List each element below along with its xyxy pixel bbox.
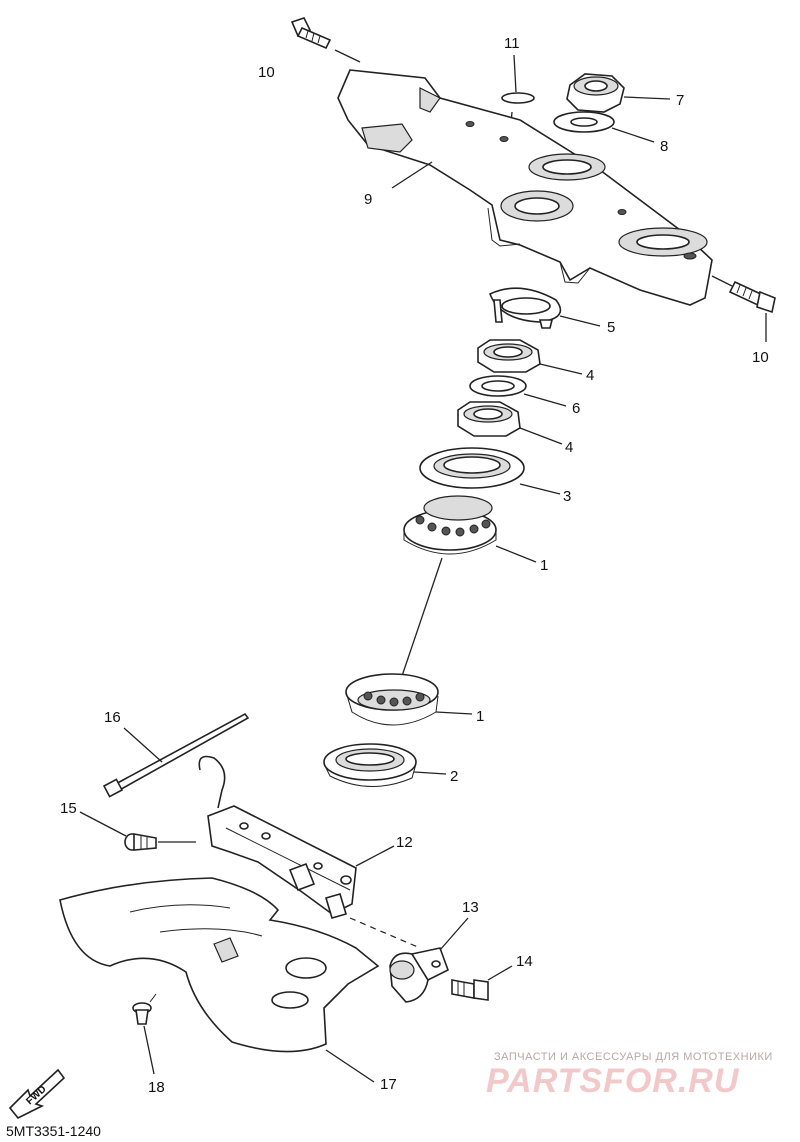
callout-13: 13 <box>462 899 479 916</box>
leader-15 <box>79 811 127 837</box>
diagram-code: 5MT3351-1240 <box>6 1123 101 1139</box>
nut-7 <box>566 73 625 113</box>
leader-12-dash <box>349 917 421 949</box>
cable-tie-16 <box>102 712 250 798</box>
cover-3 <box>419 447 525 489</box>
bolt-10-top <box>290 17 332 50</box>
bracket-12 <box>198 755 357 919</box>
callout-7: 7 <box>676 92 684 109</box>
bearing-1-lower <box>345 673 439 726</box>
leader-10-right-dash <box>711 275 733 287</box>
callout-16: 16 <box>104 709 121 726</box>
bolt-15 <box>124 833 157 851</box>
leader-4-lower <box>519 427 563 445</box>
watermark-tagline: ЗАПЧАСТИ И АКСЕССУАРЫ ДЛЯ МОТОТЕХНИКИ <box>494 1051 773 1063</box>
callout-15: 15 <box>60 800 77 817</box>
callout-4-lower: 4 <box>565 439 573 456</box>
callout-11: 11 <box>504 35 520 52</box>
callout-2: 2 <box>450 768 458 785</box>
seal-2 <box>323 743 417 787</box>
leader-7 <box>623 96 671 100</box>
lock-washer-5 <box>488 287 562 329</box>
callout-8: 8 <box>660 138 668 155</box>
callout-6: 6 <box>572 400 580 417</box>
cover-17 <box>59 877 380 1053</box>
leader-8 <box>611 127 655 143</box>
leader-3 <box>519 483 561 495</box>
watermark: ЗАПЧАСТИ И АКСЕССУАРЫ ДЛЯ МОТОТЕХНИКИ PA… <box>486 1051 773 1100</box>
callout-1-upper: 1 <box>540 557 548 574</box>
callout-9: 9 <box>364 191 372 208</box>
leader-12 <box>355 845 395 867</box>
leader-17 <box>325 1049 375 1083</box>
callout-3: 3 <box>563 488 571 505</box>
leader-18 <box>143 1025 155 1075</box>
washer-6 <box>469 375 527 397</box>
callout-10-right: 10 <box>752 349 769 366</box>
callout-1-lower: 1 <box>476 708 484 725</box>
leader-10-top <box>334 49 361 63</box>
callout-4-upper: 4 <box>586 367 594 384</box>
clamp-13 <box>389 947 449 1003</box>
callout-18: 18 <box>148 1079 165 1096</box>
bolt-14 <box>451 979 489 1001</box>
leader-13 <box>439 917 469 951</box>
bearing-1-upper <box>403 495 497 555</box>
washer-8 <box>553 111 615 133</box>
leader-1-upper <box>495 545 537 563</box>
callout-14: 14 <box>516 953 533 970</box>
screw-18 <box>132 993 157 1025</box>
callout-17: 17 <box>380 1076 397 1093</box>
ring-nut-4-upper <box>477 339 541 373</box>
leader-4-upper <box>539 363 583 375</box>
watermark-logo: PARTSFOR.RU <box>486 1062 740 1100</box>
plug-11 <box>501 92 535 104</box>
fwd-arrow: FWD <box>8 1068 66 1120</box>
leader-14 <box>487 965 513 981</box>
leader-5 <box>559 315 601 327</box>
leader-9 <box>391 161 433 189</box>
leader-11 <box>513 54 517 93</box>
bolt-10-right <box>728 280 776 314</box>
leader-16 <box>123 727 163 763</box>
callout-5: 5 <box>607 319 615 336</box>
upper-bracket-9 <box>337 69 713 306</box>
callout-10-top: 10 <box>258 64 275 81</box>
leader-6 <box>523 393 567 407</box>
leader-1-lower <box>435 711 473 715</box>
stem-axis-line <box>401 557 443 677</box>
leader-2 <box>413 771 447 775</box>
callout-12: 12 <box>396 834 413 851</box>
ring-nut-4-lower <box>457 401 521 437</box>
